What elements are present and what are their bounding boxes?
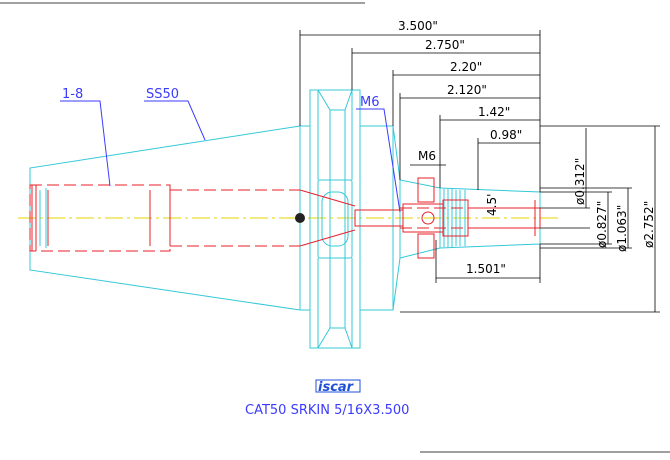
dim-dia-1063: ø1.063": [615, 205, 629, 252]
iscar-logo: iscar: [315, 379, 361, 395]
callout-m6-label: M6: [360, 95, 380, 110]
dim-dia-0827: ø0.827": [595, 201, 609, 248]
dim-098: 0.98": [490, 128, 522, 142]
dim-3500: 3.500": [398, 19, 438, 33]
dim-angle-45: 4.5': [485, 194, 499, 216]
dim-2750: 2.750": [425, 38, 465, 52]
callout-m6: M6: [356, 95, 401, 213]
callout-thread-label: 1-8: [62, 87, 83, 102]
dim-2120: 2.120": [447, 83, 487, 97]
dim-142: 1.42": [478, 105, 510, 119]
toolholder-outline: [29, 89, 541, 349]
diameter-dimensions: ø0.312" ø0.827" ø1.063" ø2.752": [400, 125, 660, 313]
center-mark-icon: [295, 213, 305, 223]
dim-m6-inner: M6: [418, 149, 436, 163]
dim-dia-2752: ø2.752": [642, 201, 656, 248]
callout-ss50: SS50: [144, 87, 206, 141]
dim-1501: 1.501": [466, 262, 506, 276]
hidden-features: [29, 177, 541, 259]
iscar-logo-text: iscar: [318, 380, 355, 395]
drawing-caption: CAT50 SRKIN 5/16X3.500: [245, 403, 409, 418]
dim-220: 2.20": [450, 60, 482, 74]
callout-thread: 1-8: [60, 87, 111, 187]
dim-dia-0312: ø0.312": [573, 158, 587, 205]
horizontal-dimensions: 3.500" 2.750" 2.20" 2.120" 1.42" 0.98" M…: [299, 19, 541, 283]
callout-ss50-label: SS50: [146, 87, 179, 102]
